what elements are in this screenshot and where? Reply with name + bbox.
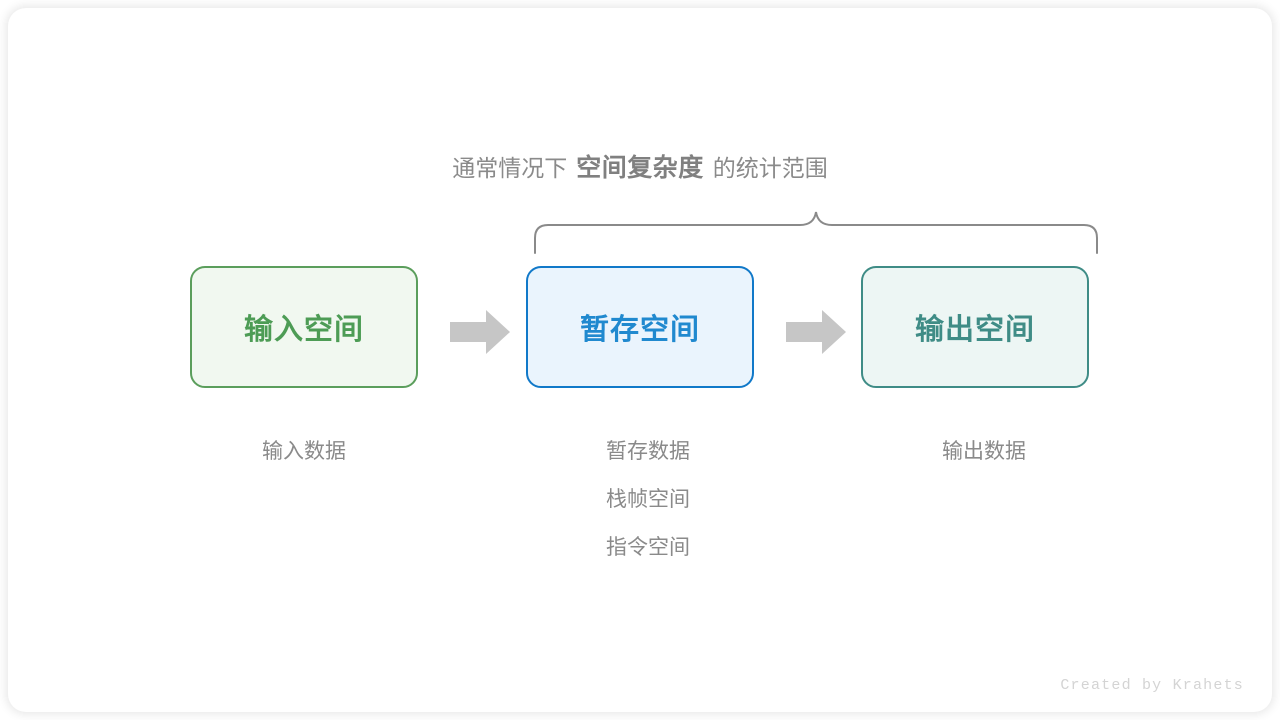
heading-suffix: 的统计范围 (712, 155, 828, 181)
box-input-space[interactable]: 输入空间 (190, 266, 418, 388)
captions-output-space: 输出数据 (854, 428, 1114, 476)
box-output-space[interactable]: 输出空间 (861, 266, 1089, 388)
arrow-right-icon (450, 310, 510, 354)
caption-line: 输出数据 (942, 440, 1026, 463)
caption-line: 指令空间 (606, 536, 690, 559)
box-temp-space-label: 暂存空间 (579, 314, 700, 346)
caption-line: 栈帧空间 (606, 488, 690, 511)
heading-emphasis: 空间复杂度 (576, 154, 704, 182)
captions-input-space: 输入数据 (174, 428, 434, 476)
curly-brace-up-icon (534, 211, 1098, 254)
caption-line: 输入数据 (262, 440, 346, 463)
caption-line: 暂存数据 (606, 440, 690, 463)
box-input-space-label: 输入空间 (243, 314, 364, 346)
box-temp-space[interactable]: 暂存空间 (526, 266, 754, 388)
heading-prefix: 通常情况下 (452, 155, 568, 181)
diagram-card: 通常情况下空间复杂度的统计范围 输入空间 暂存空间 输出空间 输入数据 暂存数据… (8, 8, 1272, 712)
credit-text: Created by Krahets (1060, 677, 1244, 694)
box-output-space-label: 输出空间 (914, 314, 1035, 346)
captions-temp-space: 暂存数据 栈帧空间 指令空间 (518, 428, 778, 572)
arrow-right-icon (786, 310, 846, 354)
diagram-heading: 通常情况下空间复杂度的统计范围 (8, 151, 1272, 185)
